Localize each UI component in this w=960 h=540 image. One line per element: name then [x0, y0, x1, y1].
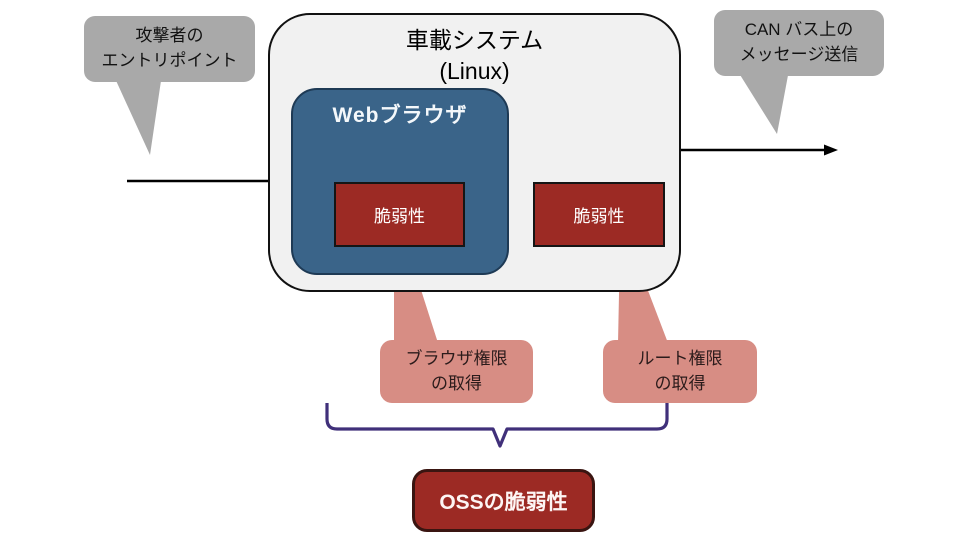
in-vehicle-system-box: 車載システム (Linux) Webブラウザ 脆弱性 脆弱性: [268, 13, 681, 292]
can-message-bubble: CAN バス上の メッセージ送信: [714, 10, 884, 76]
attacker-entry-line1: 攻撃者の: [135, 26, 204, 46]
browser-priv-callout: ブラウザ権限 の取得: [380, 340, 533, 403]
grouping-brace: [325, 403, 669, 448]
root-priv-line1: ルート権限: [637, 348, 723, 368]
web-browser-box: Webブラウザ 脆弱性: [291, 88, 509, 275]
system-title-line2: (Linux): [439, 58, 510, 85]
browser-priv-line2: の取得: [431, 373, 482, 393]
browser-priv-line1: ブラウザ権限: [405, 348, 508, 368]
attacker-bubble-tail: [113, 74, 162, 155]
oss-vulnerability-box: OSSの脆弱性: [412, 469, 595, 532]
browser-vulnerability-box: 脆弱性: [334, 182, 465, 247]
system-title: 車載システム (Linux): [270, 25, 679, 87]
attacker-entry-bubble: 攻撃者の エントリポイント: [84, 16, 255, 82]
web-browser-label: Webブラウザ: [332, 104, 468, 127]
can-bubble-tail: [737, 70, 789, 134]
can-arrowhead-icon: [824, 144, 838, 156]
system-vulnerability-box: 脆弱性: [533, 182, 665, 247]
can-message-line2: メッセージ送信: [739, 45, 859, 64]
attacker-entry-line2: エントリポイント: [101, 51, 238, 70]
root-priv-callout: ルート権限 の取得: [603, 340, 757, 403]
system-title-line1: 車載システム: [405, 27, 544, 53]
can-message-line1: CAN バス上の: [744, 20, 854, 40]
root-priv-line2: の取得: [654, 373, 706, 393]
